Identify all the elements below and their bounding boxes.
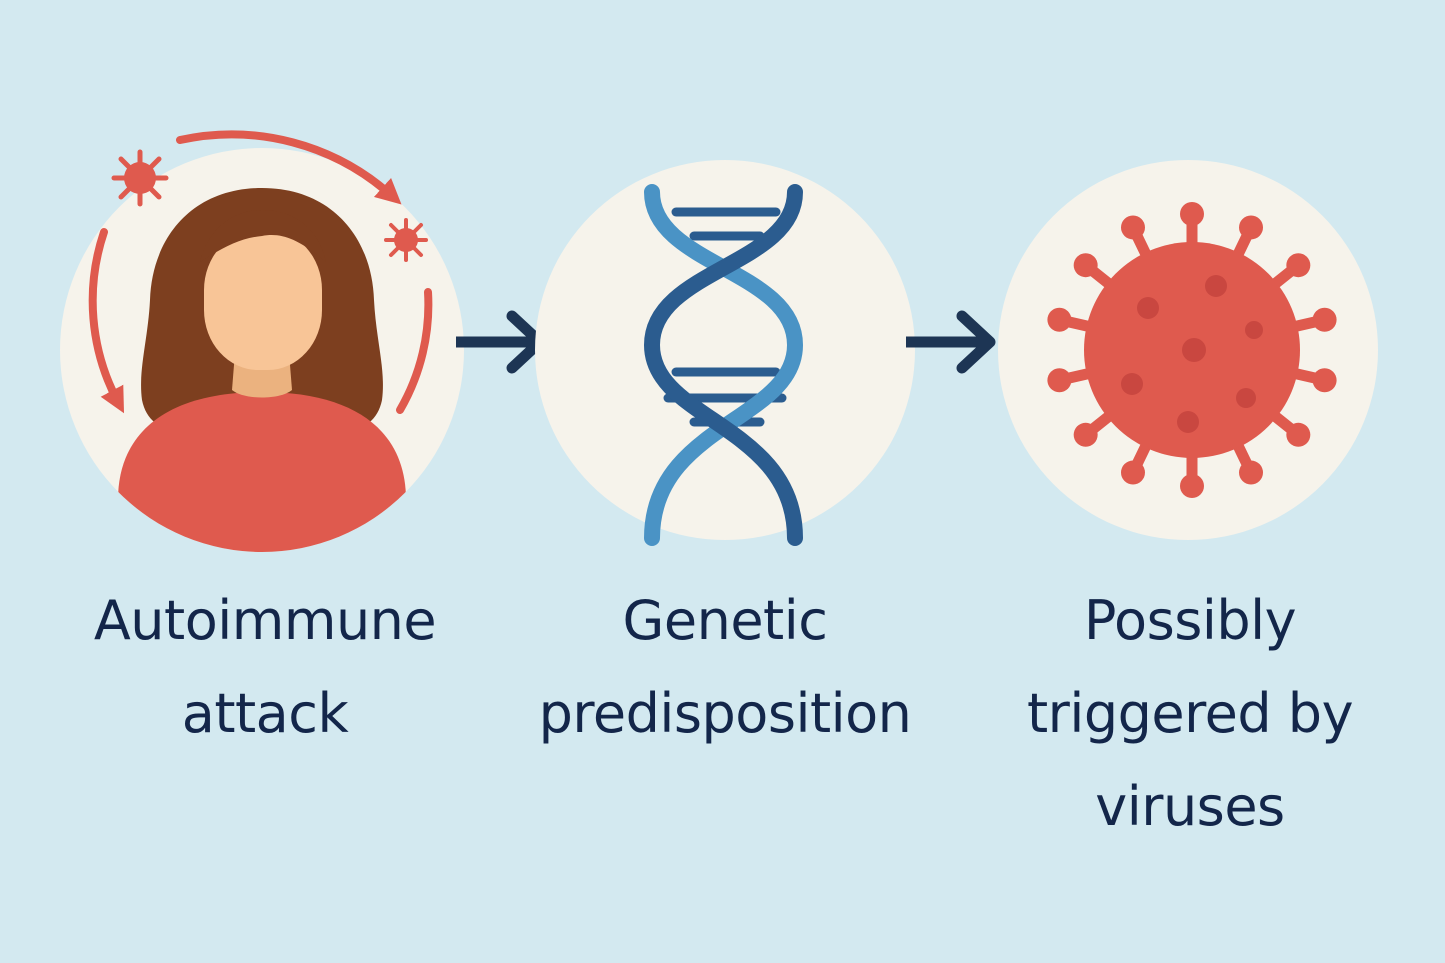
virus-spike-tip: [1180, 202, 1204, 226]
step-1-autoimmune: [60, 130, 464, 552]
step-2-label: Genetic predisposition: [505, 575, 945, 761]
dna-helix-icon: [643, 184, 804, 546]
virus-spike-tip: [1286, 422, 1311, 447]
step-2-genetic: [535, 160, 915, 546]
virus-spike-tip: [1312, 368, 1337, 393]
attack-cycle-arrows: [88, 130, 433, 414]
virus-spike-tip: [1120, 460, 1145, 485]
step-2-circle: [535, 160, 915, 540]
arrow-right-icon: [456, 310, 546, 374]
step-1-label-line: attack: [181, 681, 349, 745]
virus-spike-tip: [1239, 460, 1264, 485]
virus-spike-tip: [1120, 215, 1145, 240]
virus-spike-tip: [1073, 253, 1098, 278]
virus-spike-tip: [1239, 215, 1264, 240]
virus-icon: [1047, 202, 1337, 498]
step-3-label: Possibly triggered by viruses: [985, 575, 1395, 854]
arrow-right-icon: [906, 310, 996, 374]
virus-spike-tip: [1312, 307, 1337, 332]
step-2-label-line: predisposition: [538, 681, 912, 745]
woman-autoimmune-icon: [118, 188, 406, 552]
step-3-label-line: triggered by: [1026, 681, 1354, 745]
virus-spike-tip: [1180, 474, 1204, 498]
virus-spike-tip: [1286, 253, 1311, 278]
step-1-label: Autoimmune attack: [60, 575, 470, 761]
step-3-label-line: Possibly: [1083, 589, 1297, 652]
virus-spike-tip: [1047, 368, 1072, 393]
virus-spike-tip: [1047, 307, 1072, 332]
step-3-label-line: viruses: [1095, 774, 1285, 838]
virus-spike-tip: [1073, 422, 1098, 447]
germ-icon: [384, 218, 428, 262]
step-2-label-line: Genetic: [622, 589, 828, 652]
step-3-virus: [998, 160, 1378, 540]
germ-icon: [111, 149, 169, 207]
step-1-label-line: Autoimmune: [93, 589, 437, 652]
